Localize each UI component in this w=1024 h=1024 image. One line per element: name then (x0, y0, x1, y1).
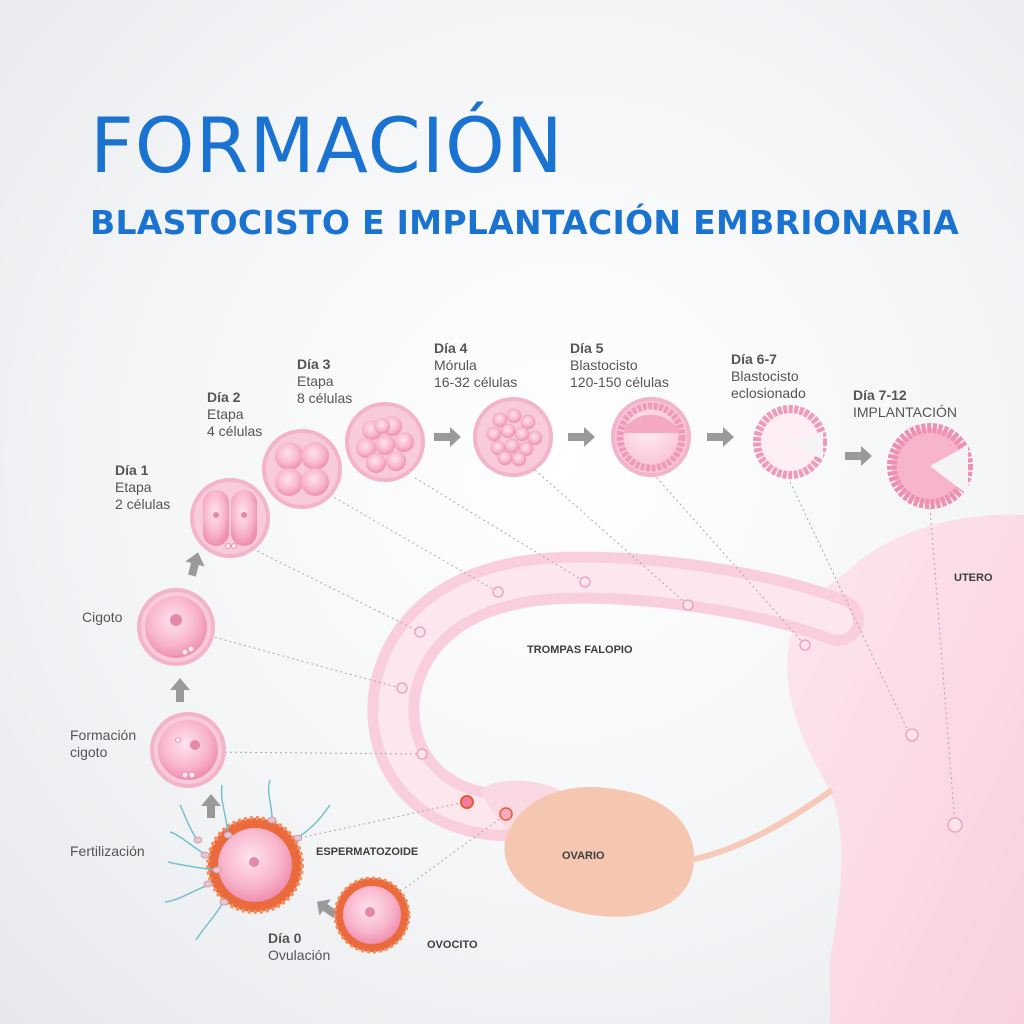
label-dia3: Día 3 Etapa 8 células (297, 356, 352, 407)
zygote-formation-cell (150, 712, 226, 788)
label-dia5-day: Día 5 (570, 340, 604, 356)
fimbriae (480, 780, 560, 840)
label-dia67: Día 6-7 Blastocisto eclosionado (731, 351, 806, 402)
label-ovario: OVARIO (562, 850, 605, 862)
label-dia4-line2: 16-32 células (434, 374, 518, 390)
label-espermatozoide: ESPERMATOZOIDE (316, 846, 419, 858)
label-dia3-line2: 8 células (297, 390, 353, 406)
label-fertilizacion-desc: Fertilización (70, 843, 145, 859)
label-trompas-falopio: TROMPAS FALOPIO (527, 644, 633, 656)
label-dia4-day: Día 4 (434, 340, 468, 356)
four-cell-embryo (262, 429, 342, 509)
leader-lines (204, 469, 956, 889)
sperm-cells (164, 779, 331, 941)
label-dia712-day: Día 7-12 (853, 387, 907, 403)
label-dia1-line1: Etapa (115, 479, 152, 495)
tube-markers (396, 576, 963, 833)
implanting-blastocyst (887, 423, 973, 509)
fertilization-cell (206, 816, 304, 914)
page-title: FORMACIÓN (90, 101, 564, 190)
label-formacion-line2: cigoto (70, 744, 108, 760)
label-dia2-line1: Etapa (207, 406, 244, 422)
label-ovocito: OVOCITO (427, 939, 478, 951)
label-dia2-day: Día 2 (207, 389, 241, 405)
label-dia0: Día 0 Ovulación (268, 930, 330, 964)
label-dia2-line2: 4 células (207, 423, 263, 439)
label-dia67-line1: Blastocisto (731, 368, 799, 384)
label-dia67-day: Día 6-7 (731, 351, 777, 367)
label-dia712: Día 7-12 IMPLANTACIÓN (853, 387, 957, 421)
label-dia712-line1: IMPLANTACIÓN (853, 404, 957, 420)
progress-arrows (170, 427, 872, 919)
label-cigoto: Cigoto (82, 609, 122, 626)
label-dia5-line2: 120-150 células (570, 374, 669, 390)
released-oocyte (460, 795, 474, 809)
label-dia0-day: Día 0 (268, 930, 302, 946)
label-dia0-desc: Ovulación (268, 947, 331, 963)
label-fertilizacion: Fertilización (70, 843, 145, 860)
eight-cell-embryo (345, 402, 425, 482)
label-formacion-line1: Formación (70, 727, 137, 743)
label-dia3-line1: Etapa (297, 373, 334, 389)
label-dia1-day: Día 1 (115, 462, 149, 478)
label-dia4: Día 4 Mórula 16-32 células (434, 340, 517, 391)
label-utero: UTERO (954, 572, 993, 584)
label-cigoto-desc: Cigoto (82, 609, 123, 625)
zygote-cell (137, 588, 215, 666)
label-dia5-line1: Blastocisto (570, 357, 638, 373)
ovary-shape (504, 787, 695, 917)
blastocyst (611, 397, 691, 477)
label-dia4-line1: Mórula (434, 357, 477, 373)
label-dia5: Día 5 Blastocisto 120-150 células (570, 340, 669, 391)
label-dia3-day: Día 3 (297, 356, 331, 372)
hatched-blastocyst (753, 405, 827, 479)
label-formacion-cigoto: Formación cigoto (70, 727, 136, 761)
page-subtitle: BLASTOCISTO E IMPLANTACIÓN EMBRIONARIA (90, 203, 960, 242)
label-dia67-line2: eclosionado (731, 385, 806, 401)
label-dia2: Día 2 Etapa 4 células (207, 389, 262, 440)
two-cell-embryo (190, 478, 270, 558)
label-dia1-line2: 2 células (115, 496, 171, 512)
morula-embryo (473, 397, 553, 477)
label-dia1: Día 1 Etapa 2 células (115, 462, 170, 513)
